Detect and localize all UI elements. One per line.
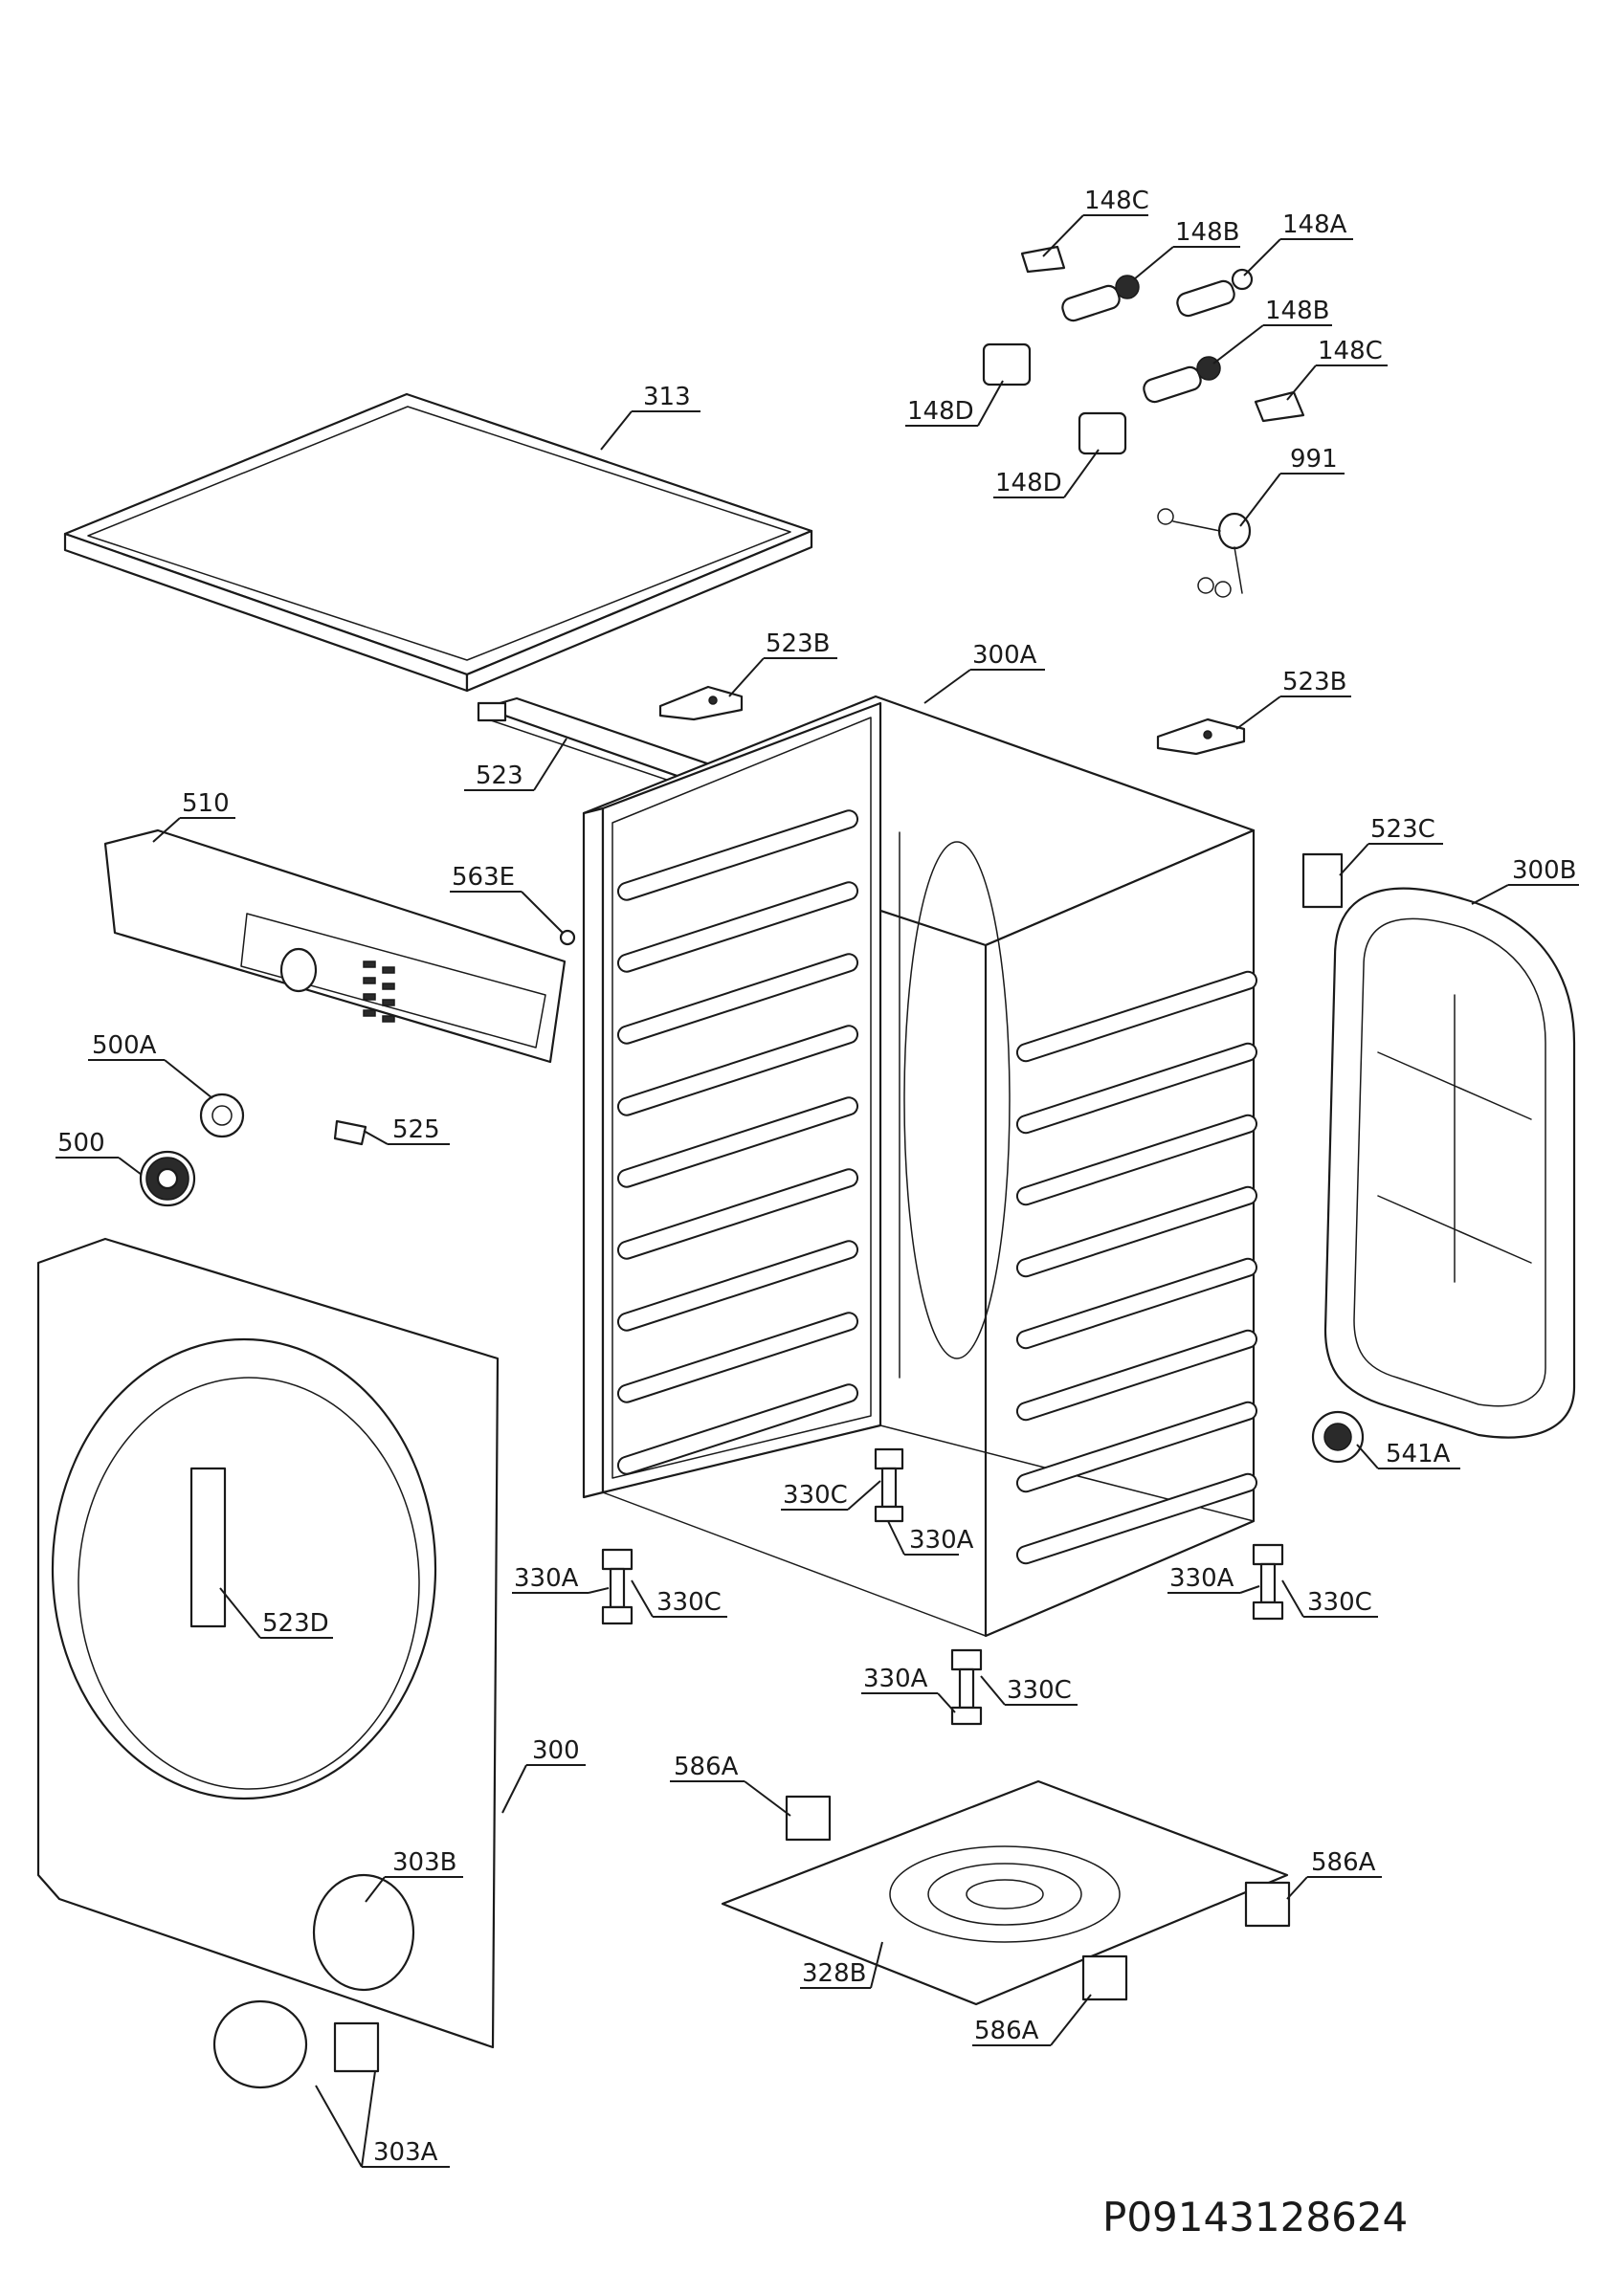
hinge-block-148d-top bbox=[982, 342, 1032, 386]
callout-label: 300 bbox=[532, 1736, 580, 1765]
drawing-code: P09143128624 bbox=[1102, 2194, 1408, 2241]
hinge-clip-148c-bottom bbox=[1254, 390, 1305, 423]
back-panel bbox=[1323, 887, 1576, 1439]
hinge-pin-148b-bottom bbox=[1143, 356, 1221, 404]
callout-label: 300B bbox=[1512, 856, 1576, 885]
foot-left bbox=[601, 1548, 634, 1625]
door-catch bbox=[1301, 852, 1344, 909]
callout-label: 328B bbox=[802, 1959, 866, 1988]
cabinet-right-slots bbox=[1015, 970, 1258, 1565]
callout-label: 991 bbox=[1290, 445, 1338, 474]
callout-label: 148C bbox=[1084, 187, 1149, 215]
callout-label: 523B bbox=[766, 629, 830, 658]
light-guide bbox=[333, 1119, 367, 1146]
hinge-pin-148b-top bbox=[1061, 275, 1140, 322]
callout-label: 303A bbox=[373, 2138, 438, 2167]
callout-label: 330C bbox=[1007, 1676, 1072, 1705]
cabinet-left-slots bbox=[616, 809, 859, 1475]
callout-label: 525 bbox=[392, 1115, 440, 1144]
foot-right bbox=[1252, 1543, 1284, 1621]
bracket-right bbox=[1244, 1881, 1291, 1928]
callout-label: 148C bbox=[1318, 337, 1383, 365]
service-lid bbox=[312, 1873, 415, 1992]
callout-label: 330A bbox=[1169, 1564, 1234, 1593]
callout-label: 500 bbox=[57, 1129, 105, 1158]
callout-label: 313 bbox=[643, 383, 691, 411]
callout-label: 586A bbox=[1311, 1848, 1376, 1877]
hinge-bracket-right bbox=[1156, 718, 1246, 756]
program-knob bbox=[139, 1150, 196, 1207]
panel-buttons bbox=[363, 960, 395, 1023]
callout-label: 148A bbox=[1282, 210, 1347, 239]
callout-labels: 148C 148B 148A 148B 148C 148D 148D 991 3… bbox=[57, 187, 1576, 2167]
callout-label: 523 bbox=[476, 762, 523, 790]
hinge-pin-148a bbox=[1176, 268, 1254, 318]
cover-hinge bbox=[333, 2021, 380, 2073]
base-plate bbox=[721, 1779, 1289, 2006]
callout-label: 330A bbox=[909, 1526, 974, 1555]
callout-label: 510 bbox=[182, 789, 230, 818]
callout-label: 148B bbox=[1175, 218, 1239, 247]
callout-label: 300A bbox=[972, 641, 1037, 670]
callout-label: 586A bbox=[674, 1753, 739, 1781]
top-lid bbox=[63, 392, 813, 693]
bracket-front bbox=[1081, 1954, 1128, 2001]
foot-front bbox=[950, 1648, 983, 1726]
callout-label: 523B bbox=[1282, 668, 1346, 696]
knob-base bbox=[199, 1093, 245, 1138]
callout-label: 148D bbox=[907, 397, 974, 426]
filter-cover bbox=[212, 1999, 308, 2089]
callout-label: 523C bbox=[1370, 815, 1435, 844]
control-panel bbox=[103, 828, 567, 1064]
callout-label: 330C bbox=[1307, 1588, 1372, 1617]
callout-label: 563E bbox=[452, 863, 515, 892]
hinge-clip-148c-top bbox=[1020, 245, 1066, 274]
drain-pump bbox=[1311, 1410, 1365, 1464]
callout-label: 586A bbox=[974, 2017, 1039, 2045]
callout-label: 330C bbox=[783, 1481, 848, 1510]
callout-label: 330C bbox=[656, 1588, 722, 1617]
bracket-left bbox=[785, 1795, 832, 1842]
hinge-bracket-left bbox=[658, 685, 744, 721]
door-hinge-plate bbox=[189, 1467, 227, 1628]
callout-label: 148D bbox=[995, 469, 1062, 497]
clip-part bbox=[559, 929, 576, 946]
callout-label: 541A bbox=[1386, 1440, 1451, 1468]
callout-label: 330A bbox=[863, 1665, 928, 1693]
foot-center bbox=[874, 1447, 904, 1523]
front-panel bbox=[36, 1237, 500, 2049]
callout-label: 303B bbox=[392, 1848, 456, 1877]
hinge-block-148d-bottom bbox=[1078, 411, 1127, 455]
cable-grommet bbox=[1157, 508, 1252, 598]
callout-label: 523D bbox=[262, 1609, 329, 1638]
callout-label: 330A bbox=[514, 1564, 579, 1593]
callout-label: 500A bbox=[92, 1031, 157, 1060]
leader-lines bbox=[56, 214, 1579, 2168]
callout-label: 148B bbox=[1265, 297, 1329, 325]
